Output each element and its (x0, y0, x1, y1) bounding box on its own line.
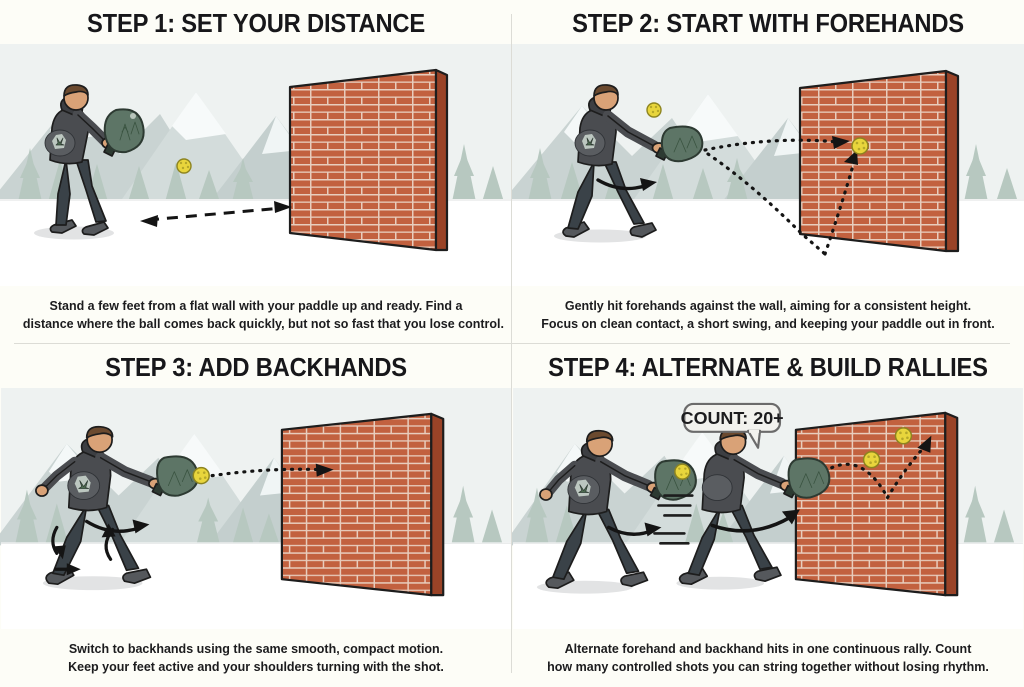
panel-step-4: STEP 4: ALTERNATE & BUILD RALLIES (512, 344, 1024, 687)
panel-step-2: STEP 2: START WITH FOREHANDS (512, 0, 1024, 344)
pickleball (646, 102, 662, 118)
pickleball (176, 158, 192, 174)
panel-title-1: STEP 1: SET YOUR DISTANCE (87, 10, 425, 38)
panel-caption-2: Gently hit forehands against the wall, a… (535, 297, 1001, 332)
caption-line: Switch to backhands using the same smoot… (68, 641, 444, 656)
pickleball (862, 450, 881, 469)
scene-step-2 (512, 44, 1024, 286)
paddle (103, 108, 145, 157)
brick-wall (280, 412, 445, 597)
panel-step-3: STEP 3: ADD BACKHANDS (0, 344, 512, 687)
paddle (649, 459, 697, 501)
brick-wall (288, 68, 449, 252)
caption-line: Stand a few feet from a flat wall with y… (49, 298, 463, 313)
panel-title-4: STEP 4: ALTERNATE & BUILD RALLIES (548, 354, 988, 382)
caption-line: Gently hit forehands against the wall, a… (564, 298, 972, 313)
panel-caption-1: Stand a few feet from a flat wall with y… (22, 297, 504, 332)
panel-step-1: STEP 1: SET YOUR DISTANCE (0, 0, 512, 344)
paddle (151, 455, 199, 497)
caption-line: Alternate forehand and backhand hits in … (564, 641, 972, 656)
player-figure-right (678, 427, 831, 586)
panel-title-2: STEP 2: START WITH FOREHANDS (572, 10, 964, 38)
pickleball (894, 427, 913, 445)
player-figure-left (539, 429, 697, 590)
scene-step-4: COUNT: 20+ (512, 388, 1024, 629)
caption-line: distance where the ball comes back quick… (22, 315, 504, 331)
caption-line: how many controlled shots you can string… (547, 658, 989, 674)
brick-wall (798, 69, 960, 253)
pickleball (192, 466, 210, 485)
player-figure (44, 84, 145, 236)
player-figure (562, 84, 704, 238)
count-badge: COUNT: 20+ (681, 402, 784, 449)
paddle (783, 457, 831, 499)
pickleball (674, 463, 691, 480)
distance-arrow (140, 201, 292, 227)
pickleball (851, 137, 869, 155)
caption-line: Keep your feet active and your shoulders… (68, 658, 444, 674)
horizontal-divider (14, 343, 1010, 345)
panel-title-3: STEP 3: ADD BACKHANDS (105, 354, 407, 382)
count-badge-text: COUNT: 20+ (681, 408, 784, 428)
caption-line: Focus on clean contact, a short swing, a… (541, 315, 995, 331)
player-figure (35, 425, 199, 586)
paddle (655, 125, 704, 163)
scene-step-3 (0, 388, 512, 629)
scene-step-1 (0, 44, 512, 286)
panel-caption-4: Alternate forehand and backhand hits in … (535, 640, 1001, 675)
brick-wall (794, 411, 959, 597)
panel-caption-3: Switch to backhands using the same smoot… (23, 640, 489, 675)
